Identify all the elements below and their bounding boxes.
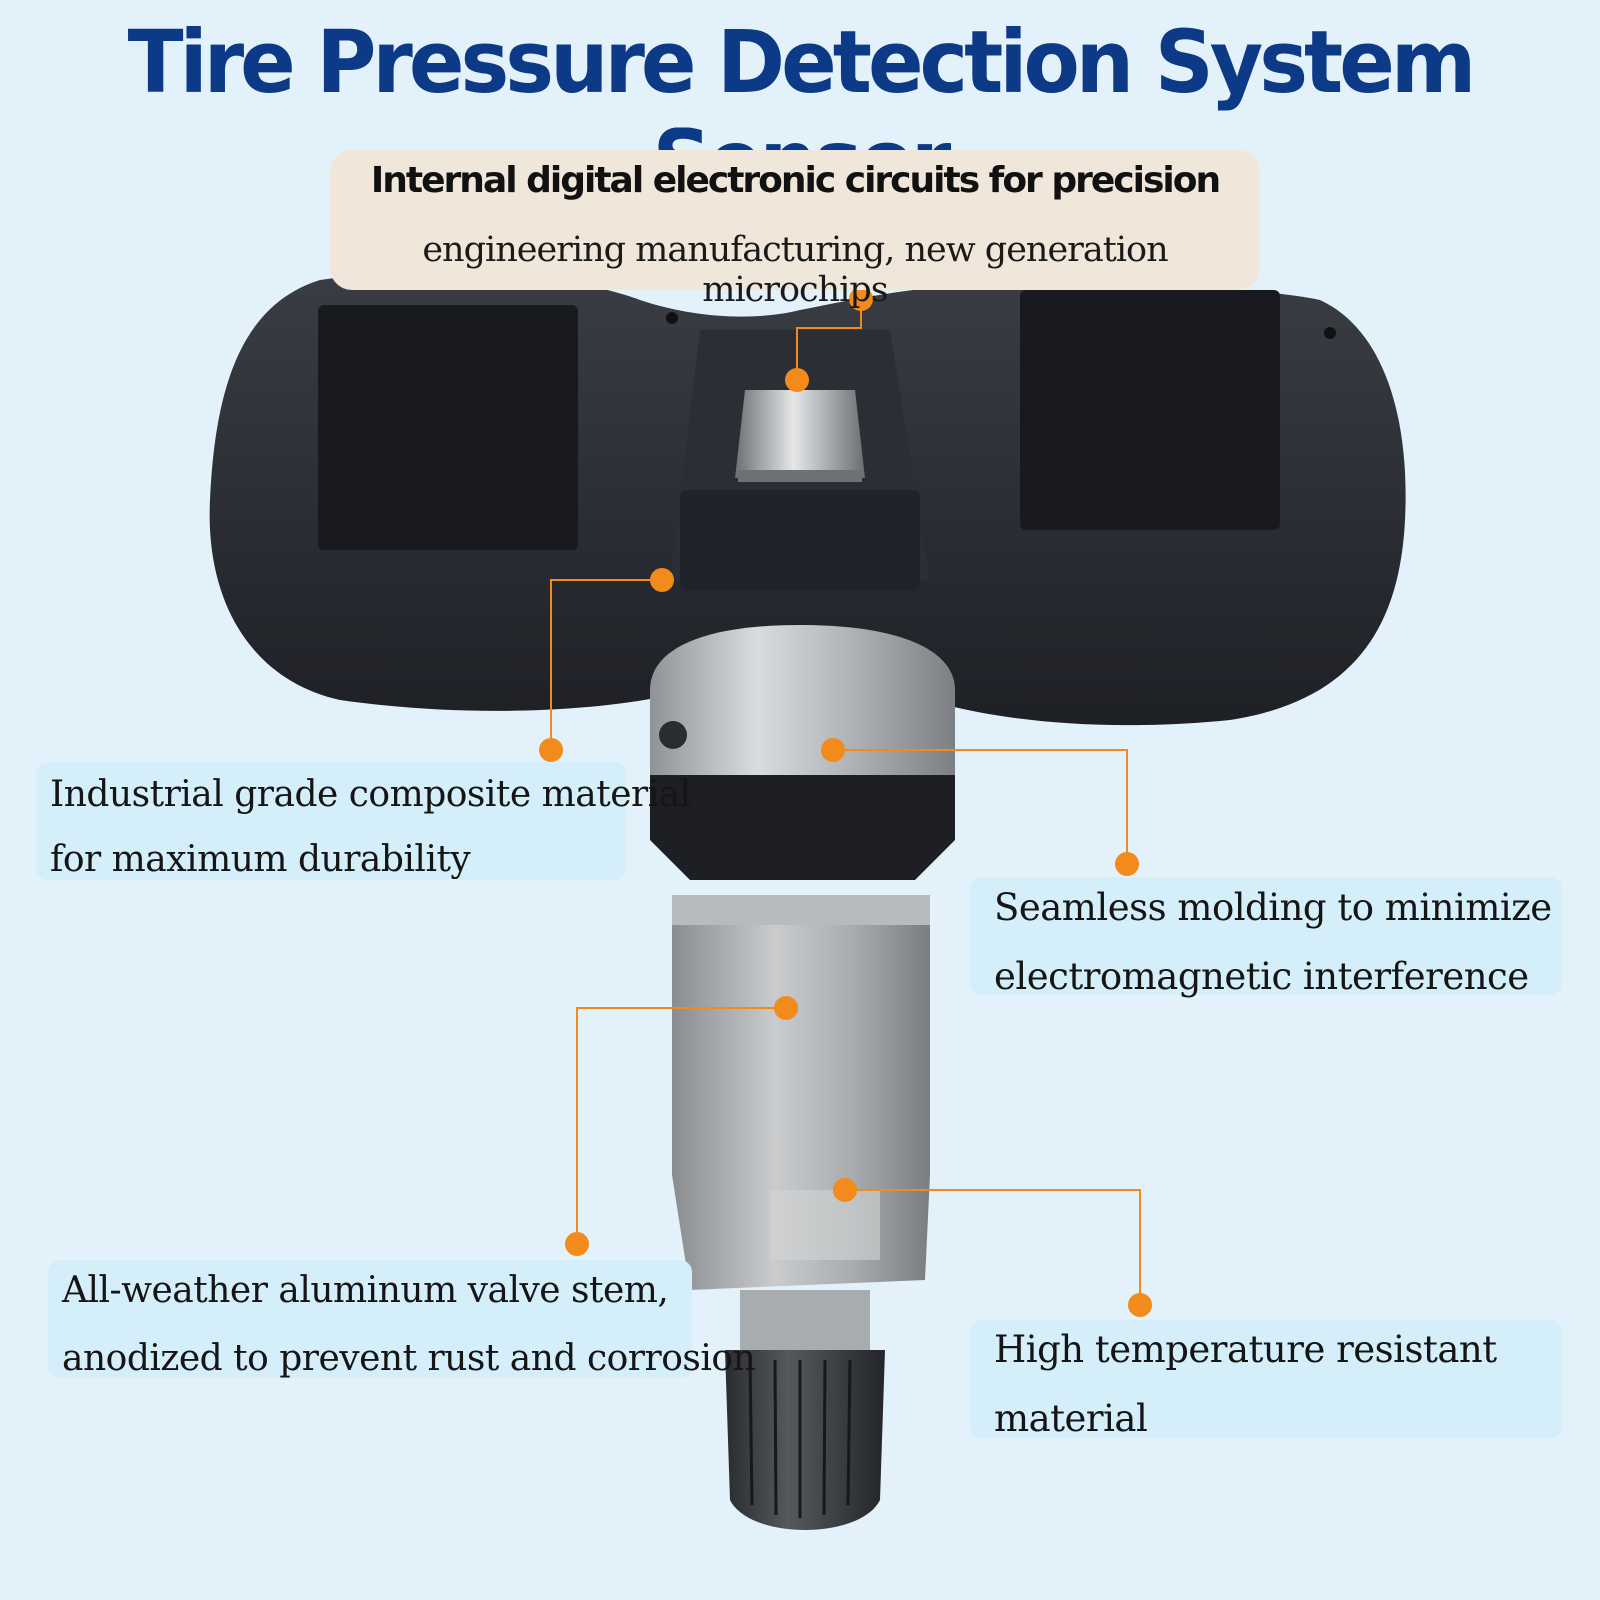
leader-dot-seamless xyxy=(821,738,845,762)
leader-dot-hightemp-end xyxy=(1128,1293,1152,1317)
leader-dot-stem-end xyxy=(565,1232,589,1256)
callout-seamless: Seamless molding to minimize electromagn… xyxy=(970,877,1562,998)
leader-dot-stem xyxy=(774,996,798,1020)
callout-seamless-line1: Seamless molding to minimize xyxy=(994,886,1552,929)
leader-dot-seamless-end xyxy=(1115,852,1139,876)
leader-dot-circuits xyxy=(849,287,873,311)
callout-circuits-text: engineering manufacturing, new generatio… xyxy=(422,230,1168,310)
callout-valve-stem: All-weather aluminum valve stem, anodize… xyxy=(48,1260,756,1379)
leader-dot-composite xyxy=(650,568,674,592)
leader-dot-hightemp xyxy=(833,1178,857,1202)
callout-seamless-line2: electromagnetic interference xyxy=(994,955,1529,998)
callout-circuits-heading: Internal digital electronic circuits for… xyxy=(370,160,1221,201)
callout-valve-stem-line1: All-weather aluminum valve stem, xyxy=(62,1270,669,1311)
callout-composite: Industrial grade composite material for … xyxy=(36,762,691,880)
callout-valve-stem-line2: anodized to prevent rust and corrosion xyxy=(62,1338,756,1379)
callout-high-temp: High temperature resistant material xyxy=(970,1320,1562,1440)
callout-high-temp-line2: material xyxy=(994,1397,1148,1440)
leader-lines xyxy=(550,299,1141,1305)
leader-dot-composite-end xyxy=(539,738,563,762)
callout-high-temp-line1: High temperature resistant xyxy=(994,1328,1497,1371)
leader-dot-circuits-end xyxy=(785,368,809,392)
callout-composite-line1: Industrial grade composite material xyxy=(50,774,691,815)
callout-circuits: Internal digital electronic circuits for… xyxy=(330,150,1260,310)
callout-composite-line2: for maximum durability xyxy=(50,839,471,880)
